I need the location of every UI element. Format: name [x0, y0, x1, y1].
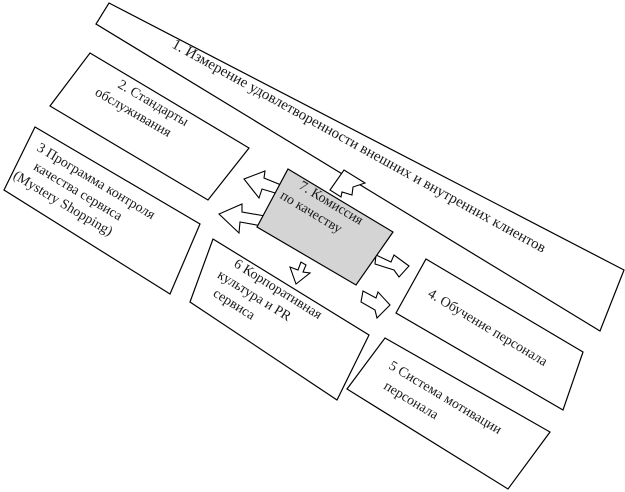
arrow-left-lower: [218, 203, 266, 235]
arrow-up: [329, 169, 367, 198]
box-7-shape: [256, 168, 394, 286]
arrow-right-upper: [374, 254, 410, 278]
arrow-right-lower: [360, 290, 391, 320]
box-6-corporate-culture: 6 Корпоративная культура и PR сервиса: [189, 238, 370, 401]
arrow-down: [289, 261, 312, 285]
box-2-service-standards: 2. Стандарты обслуживания: [49, 52, 250, 201]
box-5-motivation-system: 5 Система мотивации персонала: [346, 337, 551, 490]
